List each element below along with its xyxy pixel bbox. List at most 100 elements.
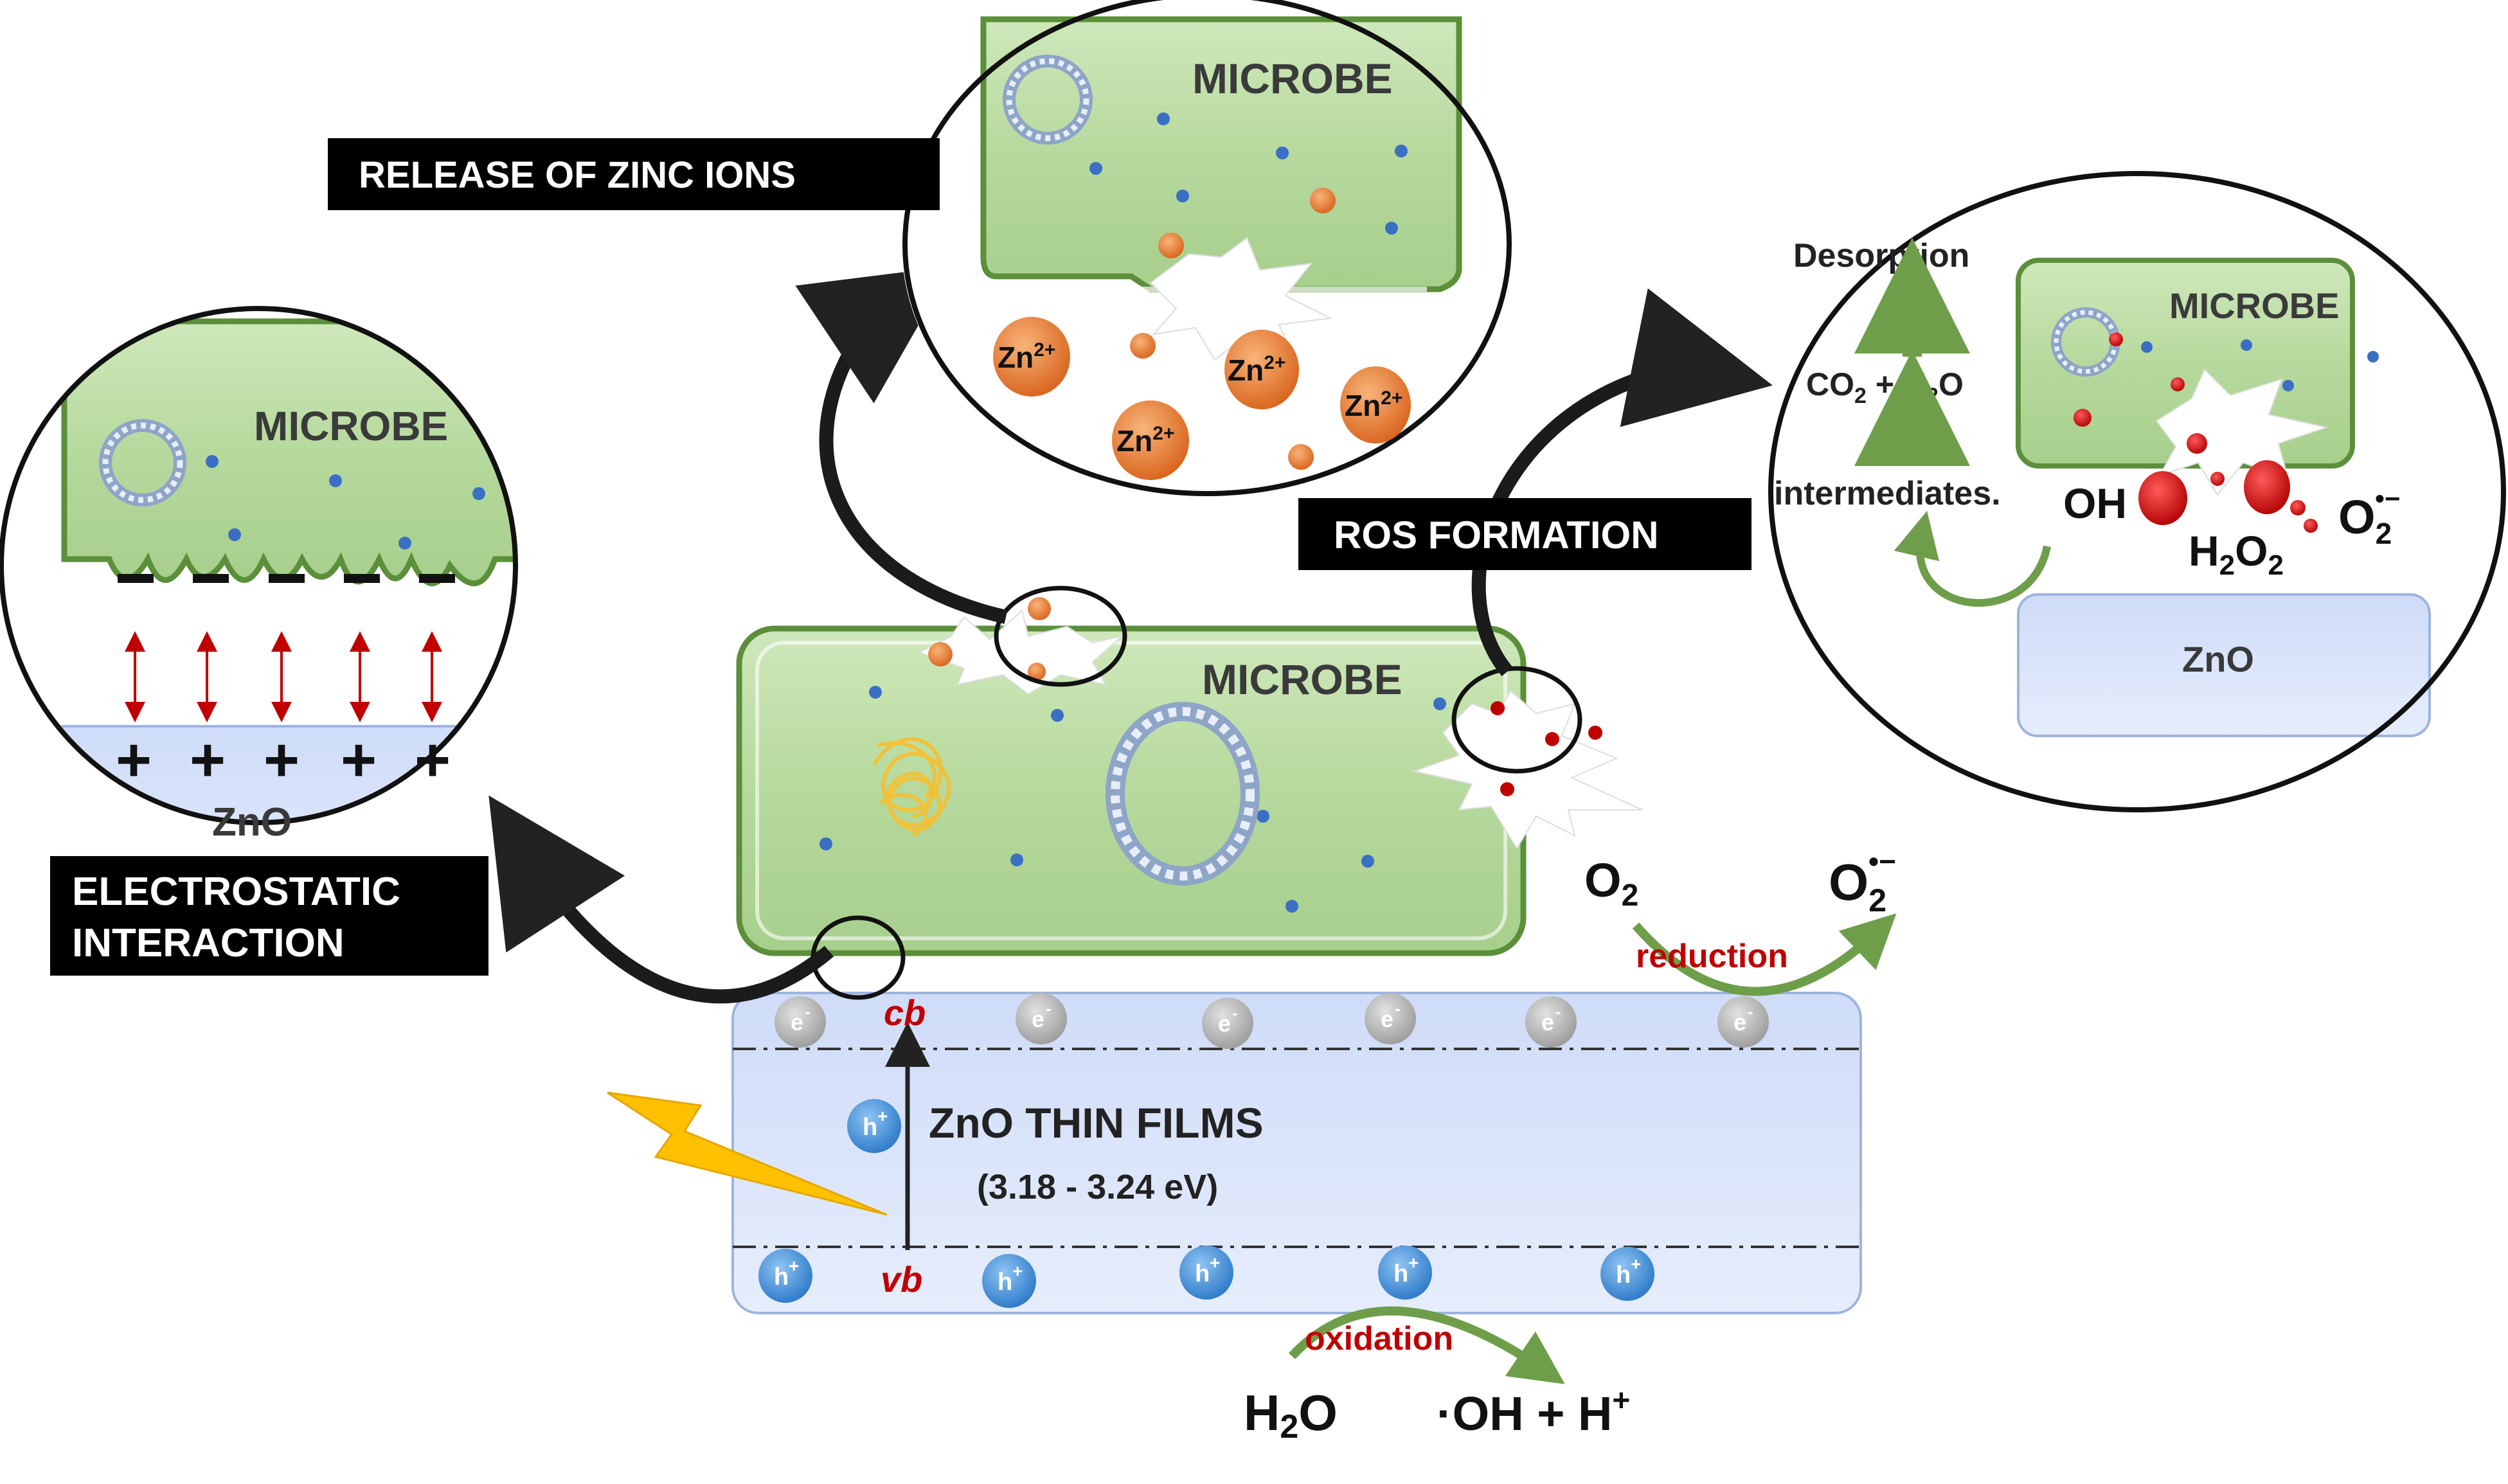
svg-text:H2O: H2O: [1244, 1384, 1338, 1445]
svg-text:e: e: [791, 1009, 803, 1035]
svg-text:Zn2+: Zn2+: [1228, 352, 1285, 387]
svg-text:h: h: [863, 1114, 877, 1141]
reduction-reaction: O2 O2•− reduction: [1584, 845, 1897, 996]
svg-text:-: -: [1046, 999, 1052, 1018]
svg-text:Zn2+: Zn2+: [998, 339, 1055, 374]
zinc-ion: Zn2+: [1112, 400, 1189, 480]
svg-text:ELECTROSTATIC: ELECTROSTATIC: [72, 870, 400, 914]
main-microbe: MICROBE: [736, 625, 1527, 956]
ros-zoom: MICROBE OH H2O2 O2•− ZnO Desorption CO2 …: [1768, 171, 2506, 812]
desorption-label: Desorption: [1793, 237, 1969, 274]
svg-text:h: h: [998, 1269, 1012, 1296]
svg-text:Zn2+: Zn2+: [1345, 388, 1402, 422]
svg-text:INTERACTION: INTERACTION: [72, 921, 345, 965]
svg-text:-: -: [1232, 1003, 1238, 1023]
hole: h+: [1179, 1246, 1233, 1300]
superoxide-label: O2•−: [2338, 483, 2400, 550]
hole: h+: [1600, 1247, 1654, 1301]
svg-text:RELEASE OF ZINC IONS: RELEASE OF ZINC IONS: [359, 154, 796, 196]
hole: h+: [1378, 1246, 1432, 1300]
oxidation-label: oxidation: [1305, 1320, 1453, 1357]
svg-text:h: h: [1616, 1262, 1631, 1289]
svg-text:-: -: [1555, 1002, 1561, 1021]
rupture-burst-icon: [2155, 368, 2329, 496]
positive-charges: +++++: [116, 726, 451, 794]
vb-label: vb: [881, 1259, 922, 1300]
curved-arrow-icon: [1632, 913, 1897, 996]
zoom-circle-ros: [1451, 666, 1582, 774]
svg-text:-: -: [1395, 999, 1401, 1018]
film-title: ZnO THIN FILMS: [929, 1099, 1264, 1147]
dna-tangle-icon: [872, 737, 951, 837]
zno-label: ZnO: [212, 800, 292, 845]
microbe-label: MICROBE: [1202, 656, 1402, 703]
svg-text:-: -: [1748, 1002, 1753, 1021]
h2o2-label: H2O2: [2189, 527, 2284, 581]
svg-text:Zn2+: Zn2+: [1116, 423, 1174, 458]
svg-text:+: +: [264, 726, 300, 794]
electron: e-: [1016, 993, 1067, 1044]
svg-text:+: +: [341, 726, 377, 794]
svg-text:·OH + H+: ·OH + H+: [1437, 1384, 1630, 1440]
rupture-burst-icon: [917, 609, 1124, 695]
dna-plasmid-icon: [1106, 702, 1260, 886]
svg-text:h: h: [1195, 1260, 1210, 1287]
zno-label: ZnO: [2182, 639, 2254, 679]
svg-text:e: e: [1381, 1006, 1393, 1032]
electrostatic-label: ELECTROSTATIC INTERACTION: [50, 856, 488, 976]
curved-arrow-icon: [1288, 1306, 1565, 1384]
microbe-label: MICROBE: [254, 403, 448, 449]
svg-text:h: h: [1393, 1260, 1408, 1287]
zinc-ion: Zn2+: [993, 317, 1070, 397]
co2-h2o-label: CO2 + H2O: [1806, 366, 1964, 408]
microbe-label: MICROBE: [2169, 285, 2339, 326]
svg-text:ROS FORMATION: ROS FORMATION: [1334, 514, 1659, 557]
ros-label: ROS FORMATION: [1298, 498, 1751, 570]
negative-charges: [118, 574, 455, 583]
reduction-label: reduction: [1636, 938, 1788, 975]
hole: h+: [758, 1249, 812, 1303]
svg-text:+: +: [1631, 1254, 1641, 1274]
zoom-circle-zinc: [994, 586, 1127, 687]
svg-text:+: +: [1012, 1261, 1023, 1281]
svg-text:e: e: [1032, 1006, 1044, 1032]
electron: e-: [1202, 997, 1253, 1049]
electron: e-: [1525, 996, 1577, 1048]
curved-arrow-icon: [1471, 288, 1773, 677]
hole-row: h+ h+ h+ h+ h+ h+: [758, 1099, 1654, 1308]
electron: e-: [1365, 993, 1416, 1044]
svg-text:+: +: [190, 726, 226, 794]
oh-radical: OH: [2063, 479, 2127, 527]
svg-text:-: -: [805, 1002, 811, 1021]
svg-text:+: +: [789, 1256, 799, 1276]
release-label: RELEASE OF ZINC IONS: [328, 138, 940, 210]
electron: e-: [775, 996, 826, 1048]
film-band-gap: (3.18 - 3.24 eV): [977, 1168, 1218, 1206]
hole: h+: [847, 1099, 901, 1153]
cytoplasm-dots: [820, 686, 1446, 913]
oxidation-reaction: oxidation H2O ·OH + H+: [1244, 1306, 1630, 1445]
svg-text:+: +: [415, 726, 451, 794]
svg-text:+: +: [877, 1106, 888, 1126]
microbe-label: MICROBE: [1192, 55, 1393, 102]
zinc-ion-zoom: MICROBE Zn2+ Zn2+ Zn2+ Zn2+: [902, 0, 1512, 496]
svg-text:e: e: [1541, 1009, 1554, 1035]
dna-plasmid-icon: [99, 419, 186, 506]
svg-text:e: e: [1218, 1010, 1231, 1037]
zinc-ion: Zn2+: [1224, 330, 1299, 409]
cb-label: cb: [884, 992, 926, 1033]
ros-dots: [2074, 332, 2318, 533]
curved-arrow-icon: [1894, 510, 2051, 607]
electron: e-: [1717, 996, 1769, 1048]
lightning-bolt-icon: [607, 1091, 888, 1216]
svg-text:O2: O2: [1584, 854, 1638, 913]
svg-text:h: h: [774, 1264, 789, 1291]
svg-text:+: +: [1210, 1253, 1220, 1273]
rupture-burst-icon: [1149, 237, 1333, 361]
svg-text:+: +: [1408, 1253, 1419, 1273]
zinc-ion: Zn2+: [1340, 366, 1411, 443]
svg-text:O2•−: O2•−: [1829, 845, 1896, 918]
electrostatic-zoom: MICROBE +++++ ZnO: [0, 306, 518, 845]
zno-thin-film: ZnO THIN FILMS (3.18 - 3.24 eV) cb vb: [731, 992, 1862, 1314]
